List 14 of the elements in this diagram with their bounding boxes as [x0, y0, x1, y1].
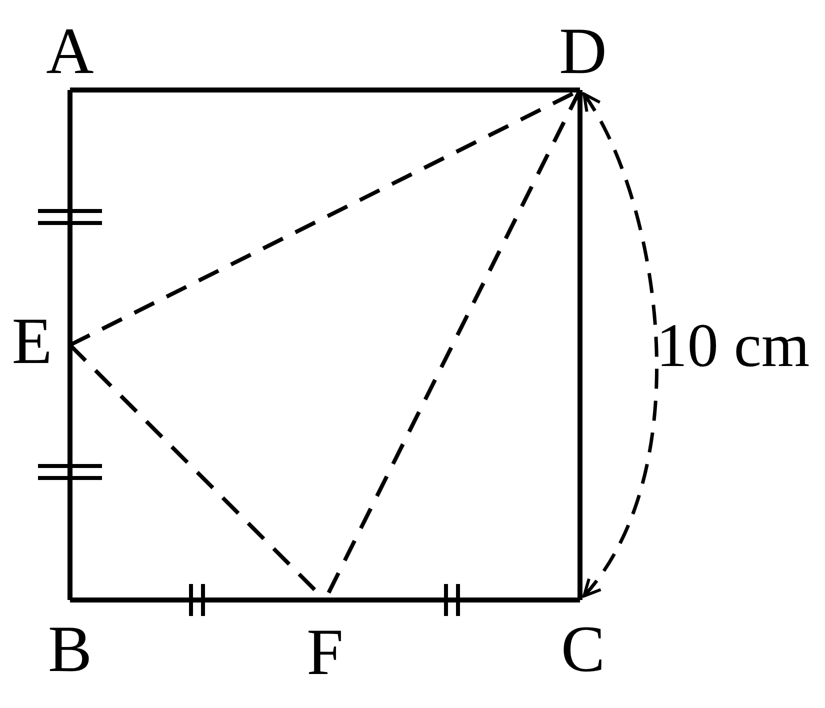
edge-label: 10 cm: [656, 315, 810, 377]
vertex-label: A: [46, 19, 94, 85]
vertex-label: C: [560, 617, 606, 683]
line-segment: [578, 90, 582, 600]
line-segment: [68, 345, 72, 600]
vertex-label: F: [306, 620, 344, 686]
line-segment: [68, 90, 72, 345]
vertex-label: D: [559, 19, 607, 85]
curved-measure-arrow: [582, 92, 658, 598]
vertex-label: B: [48, 617, 92, 683]
line-segment: [70, 88, 580, 92]
line-segment: [325, 598, 580, 602]
line-segment: [70, 598, 325, 602]
vertex-label: E: [12, 309, 52, 375]
